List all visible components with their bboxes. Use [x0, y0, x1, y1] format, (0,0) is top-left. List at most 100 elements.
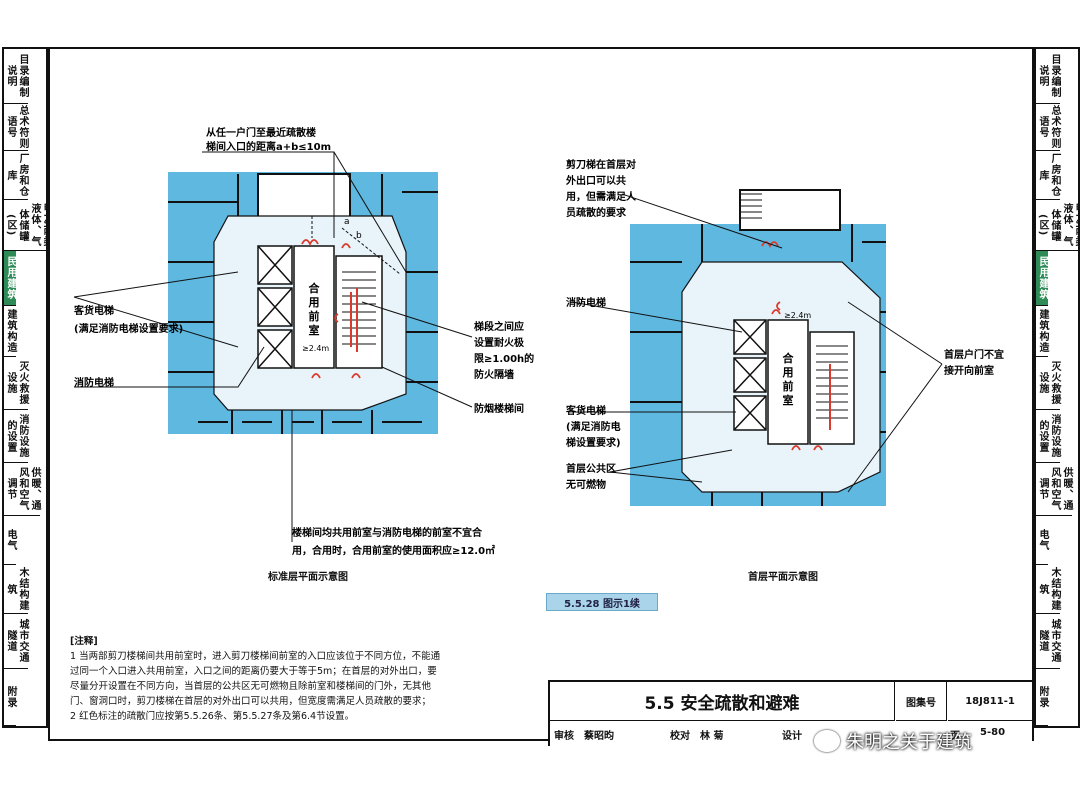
sidebar-tab[interactable]: 供暖、通风和空气调节 — [4, 463, 40, 516]
page-number: 5-80 — [980, 727, 1006, 738]
note-line: 1 当两部剪刀楼梯间共用前室时，进入剪刀楼梯间前室的入口应该位于不同方位，不能通 — [70, 651, 441, 662]
signature-row: 审核 蔡昭昀 校对 林 菊 设计 页 5-80 — [550, 722, 1032, 746]
drawing-area: a b 合 用 前 室 ≥2.4m 从任一户门至最近疏散楼 梯间入口的距离a+b… — [48, 47, 1034, 741]
ground-floor-plan: 合 用 前 室 ≥2.4m 剪刀梯在首层对 外出口可以共 用，但需满足人 员疏散… — [565, 158, 1004, 506]
sidebar-tab[interactable]: 城市交通隧道 — [4, 614, 28, 669]
sidebar-tab[interactable]: 厂房和仓库 — [4, 151, 28, 200]
fire-wall-red — [350, 288, 358, 352]
sidebar-tab[interactable]: 附录 — [4, 669, 16, 726]
sidebar-tab[interactable]: 附录 — [1036, 669, 1048, 726]
note-line: 门、窗洞口时，剪刀楼梯在首层的对外出口可以共用，但宽度需满足人员疏散的要求； — [70, 696, 432, 707]
callout-distance: 梯间入口的距离a+b≤10m — [206, 140, 331, 153]
sheet-title: 5.5 安全疏散和避难 — [550, 682, 895, 721]
caption-standard-floor: 标准层平面示意图 — [268, 572, 348, 583]
sidebar-tab[interactable]: 城市交通隧道 — [1036, 614, 1060, 669]
lobby-char: 前 — [309, 309, 320, 323]
scissor-stair — [335, 255, 383, 369]
sidebar-tab[interactable]: 供暖、通风和空气调节 — [1036, 463, 1072, 516]
standard-floor-plan: a b 合 用 前 室 ≥2.4m 从任一户门至最近疏散楼 梯间入口的距离a+b… — [73, 126, 534, 557]
callout-fire-lift: 消防电梯 — [74, 376, 114, 389]
caption-ground-floor: 首层平面示意图 — [748, 572, 818, 583]
callout-unit-door: 接开向前室 — [944, 364, 994, 377]
sidebar-right: 目录编制说明总术符则语号厂房和仓库甲乙丙类液体、气体储罐(区)民用建筑建筑构造灭… — [1034, 47, 1080, 728]
callout-freight-lift: 客货电梯 — [73, 304, 114, 317]
elevator-shafts — [733, 319, 767, 431]
sidebar-tab[interactable]: 消防设施的设置 — [4, 410, 28, 463]
note-line: 尽量分开设置在不同方向，当首层的公共区无可燃物且除前室和楼梯间的门外，无其他 — [70, 681, 432, 692]
drawing-sheet: 目录编制说明总术符则语号厂房和仓库甲乙丙类液体、气体储罐(区)民用建筑建筑构造灭… — [0, 40, 1080, 748]
mark-b: b — [356, 231, 362, 241]
callout-freight-lift: (满足消防电 — [566, 420, 621, 433]
lobby-char: 合 — [783, 351, 795, 365]
callout-freight-lift: 客货电梯 — [565, 404, 606, 417]
callout-smoke-stair: 防烟楼梯间 — [474, 402, 524, 415]
sidebar-tab[interactable]: 建筑构造 — [1036, 306, 1048, 357]
lobby-char: 前 — [783, 379, 794, 393]
callout-shared-exit: 剪刀梯在首层对 — [566, 158, 636, 171]
callout-shared-exit: 用，但需满足人 — [565, 190, 637, 203]
callout-fire-wall: 限≥1.00h的 — [474, 352, 534, 365]
sidebar-tab[interactable]: 甲乙丙类液体、气体储罐(区) — [4, 200, 52, 251]
sidebar-tab[interactable]: 目录编制说明 — [4, 49, 28, 104]
title-block: 5.5 安全疏散和避难 图集号 18J811-1 审核 蔡昭昀 校对 林 菊 设… — [548, 680, 1032, 746]
sidebar-tab[interactable]: 木结构建筑 — [1036, 565, 1060, 614]
watermark: 朱明之关于建筑 — [846, 732, 972, 753]
sidebar-tab[interactable]: 电气 — [4, 516, 16, 565]
sidebar-left: 目录编制说明总术符则语号厂房和仓库甲乙丙类液体、气体储罐(区)民用建筑建筑构造灭… — [2, 47, 52, 728]
note-line: 2 红色标注的疏散门应按第5.5.26条、第5.5.27条及第6.4节设置。 — [70, 711, 355, 722]
top-unit — [257, 173, 351, 219]
sidebar-tab[interactable]: 消防设施的设置 — [1036, 410, 1060, 463]
sidebar-tab[interactable]: 甲乙丙类液体、气体储罐(区) — [1036, 200, 1080, 251]
evacuation-doors — [301, 239, 361, 379]
wechat-icon — [814, 730, 840, 752]
sidebar-tab[interactable]: 灭火救援设施 — [1036, 357, 1060, 410]
check-label: 校对 — [670, 731, 690, 742]
callout-freight-lift: (满足消防电梯设置要求) — [74, 322, 183, 335]
sidebar-tab[interactable]: 木结构建筑 — [4, 565, 28, 614]
mark-a: a — [344, 217, 350, 227]
callout-freight-lift: 梯设置要求) — [566, 436, 621, 449]
callout-fire-wall: 防火隔墙 — [474, 368, 514, 381]
lobby-width-dim: ≥2.4m — [302, 344, 329, 353]
sidebar-tab[interactable]: 总术符则语号 — [4, 105, 28, 151]
callout-shared-exit: 外出口可以共 — [565, 174, 626, 187]
callout-shared-exit: 员疏散的要求 — [566, 206, 627, 219]
callout-distance: 从任一户门至最近疏散楼 — [206, 126, 316, 139]
review-label: 审核 — [554, 731, 574, 742]
atlas-label: 图集号 — [896, 682, 947, 721]
callout-unit-door: 首层户门不宜 — [944, 348, 1004, 361]
callout-fire-wall: 设置耐火极 — [474, 336, 525, 349]
notes-heading: [注释] — [70, 636, 98, 647]
floor-plans: a b 合 用 前 室 ≥2.4m 从任一户门至最近疏散楼 梯间入口的距离a+b… — [73, 126, 1004, 557]
notes: [注释] 1 当两部剪刀楼梯间共用前室时，进入剪刀楼梯间前室的入口应该位于不同方… — [70, 634, 540, 724]
distance-path — [311, 216, 401, 275]
lobby-width-dim: ≥2.4m — [784, 311, 811, 320]
lobby-char: 室 — [309, 323, 320, 337]
sidebar-tab[interactable]: 建筑构造 — [4, 306, 16, 357]
lobby-char: 用 — [309, 296, 320, 309]
scissor-stair — [809, 331, 855, 445]
sidebar-tab[interactable]: 民用建筑 — [1036, 251, 1048, 306]
lobby-char: 室 — [783, 393, 794, 407]
sidebar-tab[interactable]: 厂房和仓库 — [1036, 151, 1060, 200]
sidebar-tab[interactable]: 总术符则语号 — [1036, 105, 1060, 151]
callout-lobby-area: 楼梯间均共用前室与消防电梯的前室不宜合 — [292, 526, 483, 539]
shared-lobby — [293, 245, 335, 369]
callout-public-area: 首层公共区 — [566, 462, 616, 475]
room-walls — [630, 224, 886, 506]
callout-fire-wall: 梯段之间应 — [474, 320, 524, 333]
checker-name: 林 菊 — [700, 731, 724, 742]
sidebar-tab[interactable]: 灭火救援设施 — [4, 357, 28, 410]
sidebar-tab[interactable]: 民用建筑 — [4, 251, 16, 306]
leader-lines — [73, 151, 473, 542]
sidebar-tab[interactable]: 电气 — [1036, 516, 1048, 565]
callout-public-area: 无可燃物 — [565, 478, 606, 491]
sidebar-tab[interactable]: 目录编制说明 — [1036, 49, 1060, 104]
leader-lines — [571, 193, 943, 493]
note-line: 过同一个入口进入共用前室，入口之间的距离仍要大于等于5m；在首层的对外出口，要 — [70, 666, 437, 677]
shared-lobby — [767, 319, 809, 445]
figure-label: 5.5.28 图示1续 — [546, 593, 658, 611]
atlas-number: 18J811-1 — [948, 682, 1032, 721]
reviewer-name: 蔡昭昀 — [584, 731, 614, 742]
design-label: 设计 — [782, 731, 802, 742]
